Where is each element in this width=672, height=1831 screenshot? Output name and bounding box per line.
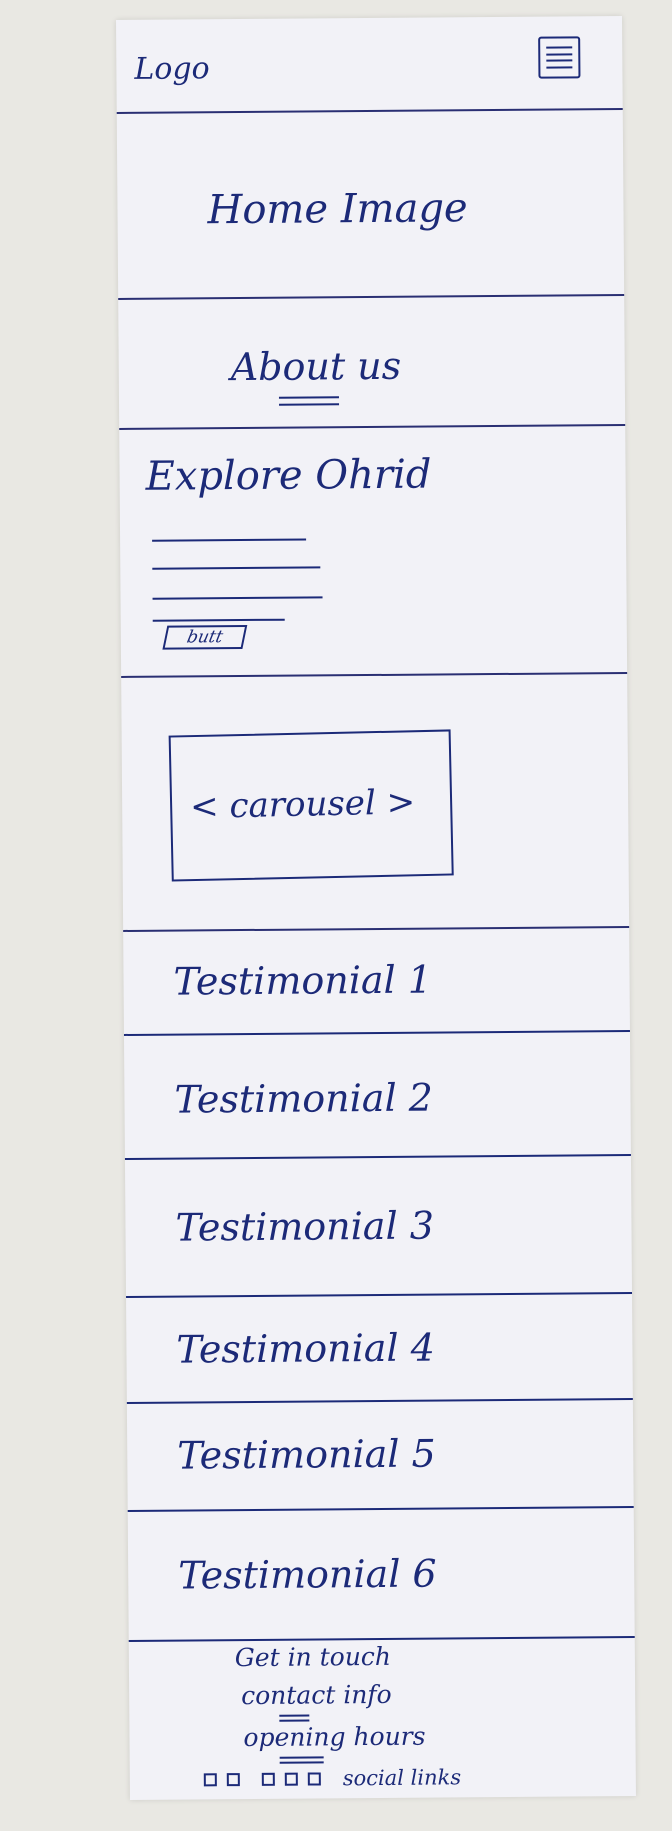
wireframe-page: Logo Home Image About us Explore Ohrid b… <box>116 16 636 1800</box>
social-icon[interactable] <box>226 1772 240 1786</box>
text-placeholder-line <box>152 618 285 622</box>
text-placeholder-line <box>152 566 321 570</box>
testimonial-item: Testimonial 6 <box>127 1507 635 1642</box>
testimonial-label: Testimonial 6 <box>178 1551 437 1598</box>
hamburger-menu-icon[interactable] <box>538 36 581 79</box>
carousel-label: < carousel > <box>189 782 416 828</box>
about-title: About us <box>230 343 402 390</box>
testimonial-label: Testimonial 4 <box>176 1325 436 1372</box>
contact-underline <box>279 1714 310 1722</box>
social-links: social links <box>203 1765 462 1791</box>
testimonial-label: Testimonial 5 <box>177 1431 436 1478</box>
testimonial-label: Testimonial 3 <box>175 1203 435 1250</box>
footer-opening-hours[interactable]: opening hours <box>243 1721 426 1753</box>
menu-bar <box>546 59 573 62</box>
menu-bar <box>546 46 573 49</box>
site-header: Logo <box>116 16 623 114</box>
about-section: About us <box>118 296 626 430</box>
explore-button[interactable]: butt <box>162 624 248 650</box>
testimonial-item: Testimonial 3 <box>124 1155 633 1298</box>
testimonial-item: Testimonial 4 <box>126 1293 633 1404</box>
text-placeholder-line <box>152 596 323 600</box>
footer-contact-info[interactable]: contact info <box>241 1679 392 1711</box>
testimonial-item: Testimonial 1 <box>123 927 630 1036</box>
menu-bar <box>546 66 573 69</box>
social-icon[interactable] <box>307 1771 321 1786</box>
explore-section: Explore Ohrid butt <box>119 426 628 678</box>
testimonial-label: Testimonial 1 <box>173 957 433 1004</box>
testimonial-label: Testimonial 2 <box>174 1075 434 1122</box>
testimonial-item: Testimonial 5 <box>126 1399 634 1512</box>
menu-bar <box>546 53 573 56</box>
testimonials-list: Testimonial 1 Testimonial 2 Testimonial … <box>123 927 635 1642</box>
home-image-placeholder: Home Image <box>207 185 468 234</box>
footer-get-in-touch: Get in touch <box>234 1641 392 1673</box>
carousel-section: < carousel > <box>121 674 630 932</box>
social-icon[interactable] <box>261 1772 275 1786</box>
testimonial-item: Testimonial 2 <box>123 1031 631 1160</box>
logo[interactable]: Logo <box>134 51 210 87</box>
text-placeholder-line <box>152 538 307 542</box>
carousel[interactable]: < carousel > <box>168 729 454 882</box>
social-icon[interactable] <box>284 1772 298 1786</box>
home-image-section: Home Image <box>116 110 625 300</box>
social-icon[interactable] <box>203 1772 217 1786</box>
social-links-label: social links <box>342 1765 462 1791</box>
site-footer: Get in touch contact info opening hours … <box>129 1640 636 1800</box>
hours-underline <box>279 1756 324 1764</box>
about-underline <box>278 396 340 406</box>
explore-title: Explore Ohrid <box>145 451 432 500</box>
